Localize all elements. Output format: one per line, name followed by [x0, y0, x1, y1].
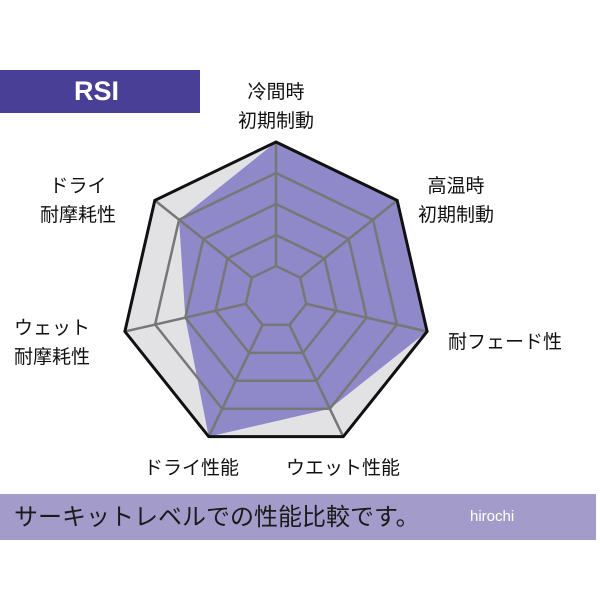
axis-label-6: ドライ耐摩耗性: [40, 175, 117, 226]
grid-ring: [214, 233, 338, 355]
grid-ring: [244, 264, 308, 327]
axis-label-5: ウェット耐摩耗性: [14, 317, 91, 368]
axis-line: [154, 199, 253, 279]
axis-line: [299, 199, 398, 279]
title-bar: RSI: [0, 70, 200, 113]
axis-line: [288, 324, 345, 438]
chart-title: RSI: [74, 76, 120, 106]
grid-ring: [183, 202, 369, 383]
axis-label-3: ウエット性能: [286, 457, 401, 479]
axis-label-0: 冷間時初期制動: [238, 81, 315, 132]
axis-label-4: ドライ性能: [144, 457, 240, 479]
axis-label-2: 耐フェード性: [448, 331, 563, 353]
caption-text: サーキットレベルでの性能比較です。: [14, 503, 420, 531]
watermark: hirochi: [470, 508, 515, 525]
outer-border: [123, 140, 429, 439]
axis-line: [124, 302, 247, 333]
grid-ring: [153, 171, 399, 410]
axis-label-1: 高温時初期制動: [418, 175, 495, 226]
axis-line: [207, 324, 264, 438]
caption-banner: サーキットレベルでの性能比較です。 hirochi: [0, 494, 596, 540]
axis-line: [305, 302, 428, 333]
